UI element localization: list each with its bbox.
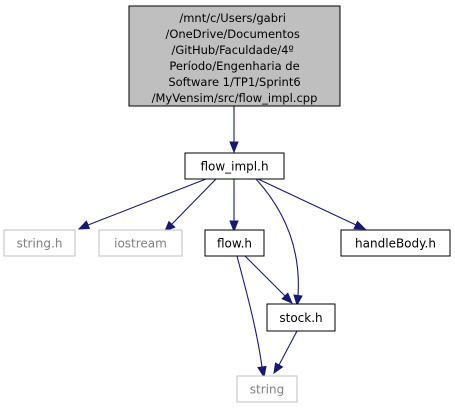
node-stock-h-box — [266, 303, 336, 332]
root-label-line-6: /MyVensim/src/flow_impl.cpp — [152, 91, 318, 105]
edge-flow-impl-h-to-iostream — [171, 178, 217, 225]
arrowhead-string-from-flow — [257, 365, 267, 379]
node-root-box — [128, 5, 341, 107]
node-flow-impl-h[interactable]: flow_impl.h — [184, 152, 285, 180]
edge-flow-h-to-stock-h — [244, 255, 286, 297]
node-handlebody-h[interactable]: handleBody.h — [340, 229, 451, 257]
arrowhead-flow-h — [229, 220, 239, 233]
edge-flow-impl-h-to-string-h — [87, 178, 207, 226]
arrowhead-flow-impl-h — [229, 141, 239, 154]
node-string-h-box — [3, 229, 76, 257]
node-string-box — [236, 375, 298, 403]
node-flow-impl-h-box — [184, 152, 285, 180]
node-flow-h[interactable]: flow.h — [204, 229, 265, 257]
node-root-file[interactable]: /mnt/c/Users/gabri /OneDrive/Documentos … — [128, 5, 341, 107]
root-label-line-2: /OneDrive/Documentos — [165, 27, 299, 41]
edges — [77, 106, 367, 379]
node-flow-h-label: flow.h — [217, 237, 252, 251]
node-string: string — [236, 375, 298, 403]
node-string-label: string — [250, 383, 284, 397]
root-label-line-5: Software 1/TP1/Sprint6 — [165, 75, 301, 89]
arrowhead-handlebody-h — [353, 220, 367, 230]
root-label-line-1: /mnt/c/Users/gabri — [179, 11, 286, 25]
edge-stock-h-to-string — [278, 330, 298, 366]
arrowhead-string-from-stock — [273, 362, 284, 375]
node-root-label: /mnt/c/Users/gabri /OneDrive/Documentos … — [152, 11, 318, 105]
node-stock-h-label: stock.h — [279, 311, 322, 325]
root-label-line-3: /GitHub/Faculdade/4º — [171, 43, 293, 57]
arrowhead-stock-h-from-flow-impl — [293, 294, 303, 307]
node-string-h: string.h — [3, 229, 76, 257]
nodes: /mnt/c/Users/gabri /OneDrive/Documentos … — [3, 5, 451, 403]
node-flow-impl-h-label: flow_impl.h — [200, 160, 268, 174]
node-string-h-label: string.h — [17, 237, 63, 251]
edge-flow-h-to-string — [236, 255, 263, 368]
node-handlebody-h-label: handleBody.h — [355, 237, 436, 251]
edge-flow-impl-h-to-stock-h — [255, 178, 299, 297]
node-iostream: iostream — [98, 229, 183, 257]
node-flow-h-box — [204, 229, 265, 257]
edge-flow-impl-h-to-handlebody-h — [257, 178, 357, 226]
root-label-line-4: Período/Engenharia de — [166, 59, 300, 73]
node-handlebody-h-box — [340, 229, 451, 257]
arrowhead-stock-h-from-flow — [281, 292, 293, 304]
node-stock-h[interactable]: stock.h — [266, 303, 336, 332]
arrowhead-iostream — [164, 220, 176, 232]
node-iostream-box — [98, 229, 183, 257]
arrowhead-string-h — [77, 220, 91, 230]
node-iostream-label: iostream — [114, 237, 167, 251]
